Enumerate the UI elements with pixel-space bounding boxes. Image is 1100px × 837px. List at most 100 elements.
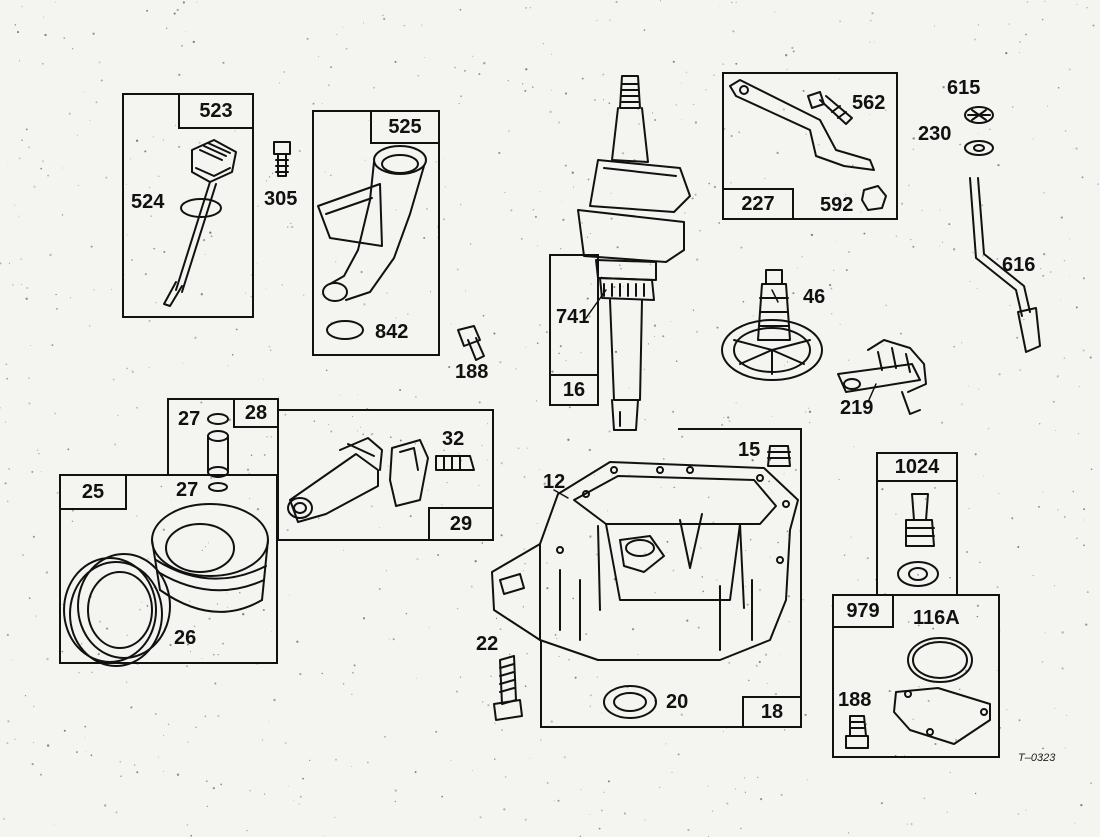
speckle-dot xyxy=(130,706,133,709)
speckle-dot xyxy=(63,729,66,732)
speckle-dot xyxy=(458,102,460,105)
speckle-dot xyxy=(170,500,172,502)
speckle-dot xyxy=(198,141,201,144)
speckle-dot xyxy=(384,735,386,738)
speckle-dot xyxy=(486,459,488,461)
plug-15-part xyxy=(767,445,791,467)
speckle-dot xyxy=(205,780,208,783)
connecting-rod-part xyxy=(287,437,475,523)
speckle-dot xyxy=(534,215,537,218)
speckle-dot xyxy=(830,287,833,290)
speckle-dot xyxy=(543,482,546,485)
speckle-dot xyxy=(672,410,675,413)
speckle-dot xyxy=(934,25,936,27)
speckle-dot xyxy=(7,720,10,723)
speckle-dot xyxy=(459,676,462,678)
speckle-dot xyxy=(687,828,690,831)
speckle-dot xyxy=(210,476,213,480)
speckle-dot xyxy=(802,89,805,92)
speckle-dot xyxy=(562,218,565,221)
speckle-dot xyxy=(680,118,682,120)
speckle-dot xyxy=(546,562,548,564)
speckle-dot xyxy=(524,685,527,688)
speckle-dot xyxy=(536,342,539,344)
speckle-dot xyxy=(394,60,397,63)
speckle-dot xyxy=(1017,546,1020,548)
speckle-dot xyxy=(287,226,289,228)
speckle-dot xyxy=(460,95,462,98)
speckle-dot xyxy=(1011,517,1014,520)
speckle-dot xyxy=(287,785,289,787)
speckle-dot xyxy=(182,1,185,4)
speckle-dot xyxy=(214,682,217,685)
speckle-dot xyxy=(801,256,803,258)
speckle-dot xyxy=(865,723,868,725)
speckle-dot xyxy=(536,523,538,525)
speckle-dot xyxy=(367,119,369,121)
speckle-dot xyxy=(744,791,747,793)
speckle-dot xyxy=(327,84,330,87)
speckle-dot xyxy=(622,152,625,155)
speckle-dot xyxy=(845,193,847,195)
dipstick-tube-part xyxy=(317,145,427,340)
speckle-dot xyxy=(284,413,287,416)
label-27-upper: 27 xyxy=(178,408,201,430)
speckle-dot xyxy=(325,369,328,372)
speckle-dot xyxy=(194,336,197,339)
speckle-dot xyxy=(138,608,142,611)
speckle-dot xyxy=(615,0,618,4)
speckle-dot xyxy=(1041,660,1044,663)
speckle-dot xyxy=(786,69,788,71)
speckle-dot xyxy=(537,245,538,247)
speckle-dot xyxy=(500,462,503,465)
speckle-dot xyxy=(1090,782,1092,785)
speckle-dot xyxy=(795,469,797,471)
speckle-dot xyxy=(1042,274,1045,277)
box-18 xyxy=(540,428,802,728)
bolt-305-part xyxy=(273,141,291,177)
speckle-dot xyxy=(730,182,732,184)
speckle-dot xyxy=(416,677,418,679)
speckle-dot xyxy=(673,486,675,489)
speckle-dot xyxy=(1006,709,1008,711)
speckle-dot xyxy=(306,37,309,40)
speckle-dot xyxy=(146,605,149,607)
speckle-dot xyxy=(481,542,484,544)
speckle-dot xyxy=(637,653,639,655)
speckle-dot xyxy=(934,742,937,746)
speckle-dot xyxy=(730,134,733,138)
speckle-dot xyxy=(677,753,680,756)
speckle-dot xyxy=(1005,52,1008,55)
speckle-dot xyxy=(312,102,315,105)
speckle-dot xyxy=(942,241,944,243)
speckle-dot xyxy=(84,725,87,728)
speckle-dot xyxy=(607,780,610,783)
speckle-dot xyxy=(593,98,596,101)
speckle-dot xyxy=(28,377,30,379)
speckle-dot xyxy=(469,243,472,245)
label-219: 219 xyxy=(840,397,874,419)
speckle-dot xyxy=(283,71,285,73)
speckle-dot xyxy=(806,779,808,781)
speckle-dot xyxy=(163,734,165,736)
speckle-dot xyxy=(740,246,743,249)
speckle-dot xyxy=(755,664,758,667)
speckle-dot xyxy=(98,61,101,64)
speckle-dot xyxy=(426,208,428,210)
speckle-dot xyxy=(686,619,689,622)
speckle-dot xyxy=(808,407,810,409)
speckle-dot xyxy=(1075,306,1078,309)
speckle-dot xyxy=(1060,216,1063,219)
speckle-dot xyxy=(1042,747,1044,750)
speckle-dot xyxy=(808,421,811,424)
speckle-dot xyxy=(352,671,354,674)
label-616: 616 xyxy=(1002,254,1036,276)
speckle-dot xyxy=(596,676,599,678)
speckle-dot xyxy=(979,561,981,564)
speckle-dot xyxy=(499,628,502,630)
speckle-dot xyxy=(1023,318,1025,321)
speckle-dot xyxy=(847,359,850,361)
speckle-dot xyxy=(196,1,198,3)
speckle-dot xyxy=(478,73,481,76)
speckle-dot xyxy=(1019,41,1021,43)
